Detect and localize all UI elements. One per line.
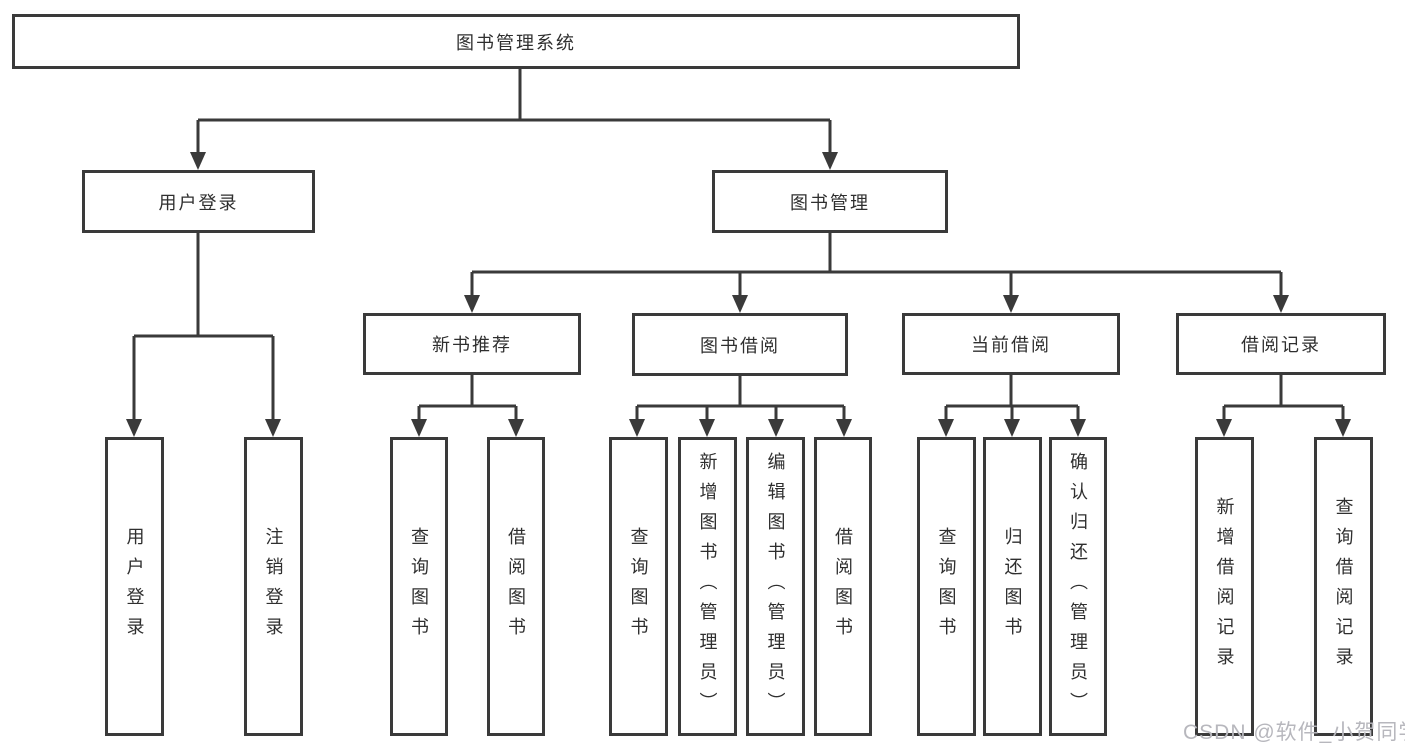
leaf-borrowing-add-books-admin-label: 新增图书（管理员） <box>697 451 718 722</box>
leaf-current-confirm-return-admin: 确认归还（管理员） <box>1049 437 1107 736</box>
node-new-book-recommend-label: 新书推荐 <box>432 335 512 355</box>
node-user-login: 用户登录 <box>82 170 315 233</box>
node-book-management: 图书管理 <box>712 170 948 233</box>
leaf-current-return-books: 归还图书 <box>983 437 1042 736</box>
connector-new-book-recommend-branch <box>411 375 524 437</box>
leaf-borrowing-edit-books-admin-label: 编辑图书（管理员） <box>765 451 786 722</box>
leaf-borrowing-query-books: 查询图书 <box>609 437 668 736</box>
connector-book-management-branch <box>464 233 1289 313</box>
node-user-login-label: 用户登录 <box>158 192 239 213</box>
leaf-borrowing-edit-books-admin: 编辑图书（管理员） <box>746 437 805 736</box>
leaf-borrowing-borrow-books: 借阅图书 <box>814 437 872 736</box>
leaf-current-query-books: 查询图书 <box>917 437 976 736</box>
node-root-system: 图书管理系统 <box>12 14 1020 69</box>
leaf-borrowing-add-books-admin: 新增图书（管理员） <box>678 437 737 736</box>
node-book-borrowing: 图书借阅 <box>632 313 848 376</box>
csdn-watermark: CSDN @软件_小贺同学 <box>1183 721 1405 744</box>
leaf-borrowing-query-books-label: 查询图书 <box>628 526 649 647</box>
leaf-logout-label: 注销登录 <box>263 526 284 647</box>
leaf-records-add-record: 新增借阅记录 <box>1195 437 1254 736</box>
leaf-records-query-record-label: 查询借阅记录 <box>1333 496 1354 677</box>
connector-user-login-branch <box>126 233 281 437</box>
connector-root-branch <box>190 68 838 170</box>
node-current-borrowing: 当前借阅 <box>902 313 1120 375</box>
node-borrowing-records: 借阅记录 <box>1176 313 1386 375</box>
leaf-current-query-books-label: 查询图书 <box>936 526 957 647</box>
leaf-newrec-query-books: 查询图书 <box>390 437 448 736</box>
leaf-newrec-query-books-label: 查询图书 <box>409 526 429 647</box>
node-book-management-label: 图书管理 <box>790 192 870 213</box>
node-current-borrowing-label: 当前借阅 <box>971 335 1051 355</box>
connector-current-borrowing-branch <box>938 375 1086 437</box>
node-new-book-recommend: 新书推荐 <box>363 313 581 375</box>
node-root-system-label: 图书管理系统 <box>456 32 576 53</box>
connector-book-borrowing-branch <box>629 376 852 437</box>
leaf-newrec-borrow-books-label: 借阅图书 <box>506 526 526 647</box>
leaf-current-confirm-return-admin-label: 确认归还（管理员） <box>1068 451 1088 722</box>
leaf-user-login: 用户登录 <box>105 437 164 736</box>
leaf-newrec-borrow-books: 借阅图书 <box>487 437 545 736</box>
leaf-borrowing-borrow-books-label: 借阅图书 <box>833 526 853 647</box>
node-book-borrowing-label: 图书借阅 <box>700 335 780 356</box>
connector-borrowing-records-branch <box>1216 375 1351 437</box>
leaf-records-add-record-label: 新增借阅记录 <box>1214 496 1235 677</box>
leaf-user-login-label: 用户登录 <box>124 526 145 647</box>
leaf-records-query-record: 查询借阅记录 <box>1314 437 1373 736</box>
leaf-logout: 注销登录 <box>244 437 303 736</box>
leaf-current-return-books-label: 归还图书 <box>1002 526 1023 647</box>
node-borrowing-records-label: 借阅记录 <box>1241 335 1321 355</box>
